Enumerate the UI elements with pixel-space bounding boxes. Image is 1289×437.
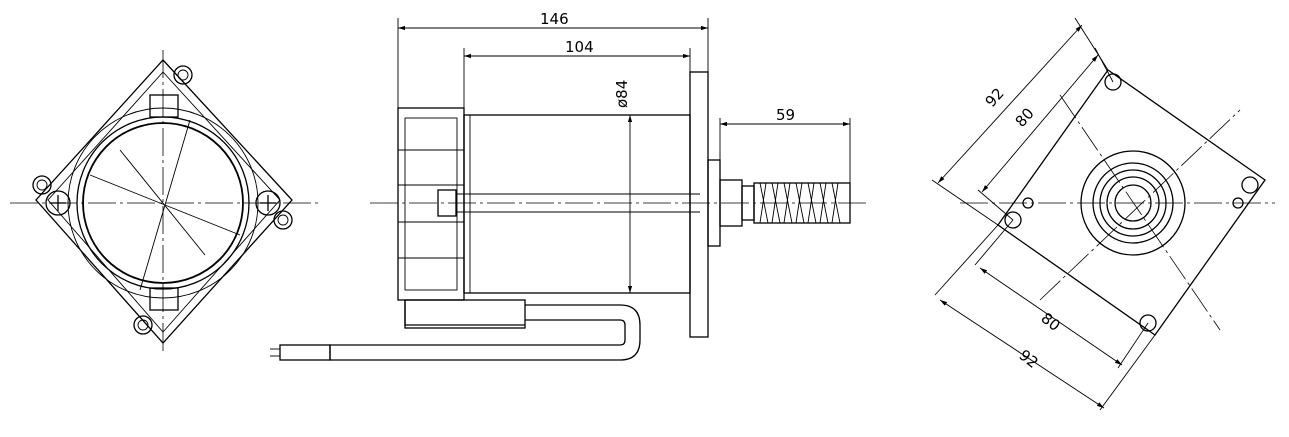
dim-hole-span-b: 80 bbox=[1038, 309, 1064, 335]
end-view bbox=[10, 50, 320, 355]
flange-view: 92 80 80 92 bbox=[931, 17, 1275, 411]
dim-hole-span-a: 80 bbox=[1012, 104, 1038, 130]
dim-diameter: ø84 bbox=[613, 80, 631, 108]
dim-shaft-length: 59 bbox=[776, 106, 795, 124]
side-view: 146 104 ø84 59 bbox=[270, 10, 870, 361]
dim-outer-span-b: 92 bbox=[1016, 346, 1042, 372]
dim-outer-span-a: 92 bbox=[982, 84, 1008, 110]
dim-body-length: 104 bbox=[565, 38, 594, 56]
dim-overall-length: 146 bbox=[540, 10, 569, 28]
